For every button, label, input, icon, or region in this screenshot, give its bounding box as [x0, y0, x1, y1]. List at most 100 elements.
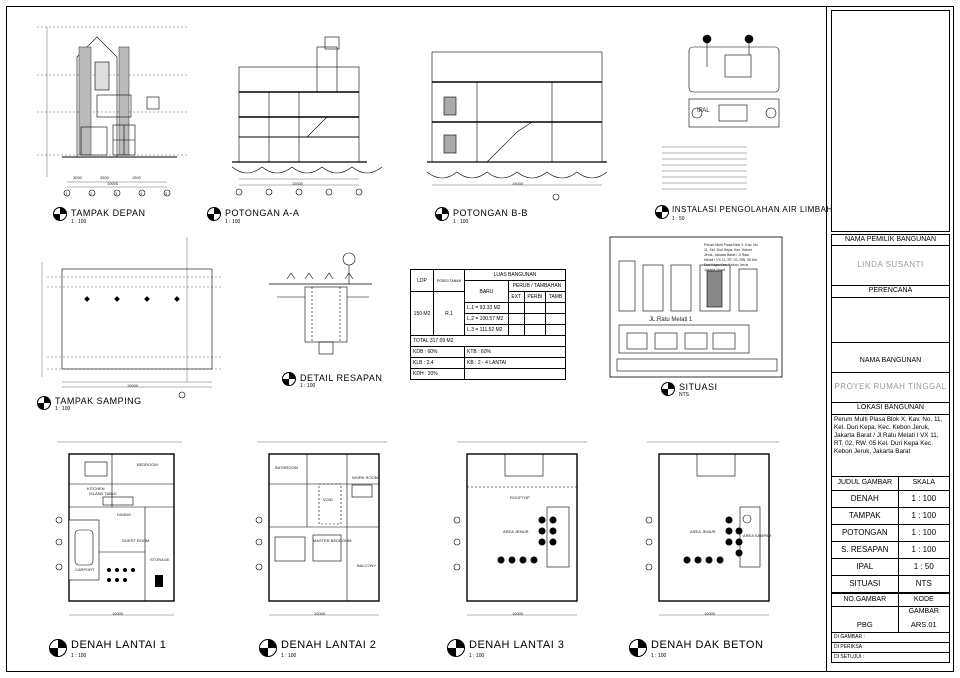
grid-5: 5	[165, 191, 168, 196]
grid-4: 4	[140, 191, 143, 196]
grid-2: 2	[90, 191, 93, 196]
dim-total-dak: 10000	[704, 611, 716, 616]
denah-lantai-1-drawing	[57, 441, 182, 616]
building-heading: NAMA BANGUNAN	[831, 343, 950, 373]
logo-box	[831, 10, 950, 232]
situasi-note: Perum Multi Plasa Blok X. Kav. No. 11, K…	[704, 243, 759, 272]
title-tampak-depan: TAMPAK DEPAN	[71, 208, 146, 218]
no-gambar-heading: NO.GAMBAR	[832, 594, 899, 606]
room-rooftop: ROOFTOP	[510, 495, 530, 500]
tampak-depan-drawing	[37, 26, 187, 197]
judul-row: DENAH 1 : 100	[831, 491, 950, 508]
potongan-aa-drawing	[231, 36, 383, 196]
kode-gambar-heading: KODE GAMBAR	[908, 596, 939, 615]
drawing-area: IPAL JL.Ratu Melati 1 Perum Multi Plasa …	[7, 7, 832, 673]
dim-total-samping: 15000	[127, 383, 139, 388]
scale-tampak-depan: 1 : 100	[71, 219, 87, 225]
room-master-bedroom: MASTER BEDROOM	[313, 538, 352, 543]
room-bathroom: BATHROOM	[275, 465, 298, 470]
di-periksa: DI PERIKSA :	[831, 643, 950, 653]
cell-klb: KLB : 2.4	[409, 357, 466, 369]
cell-l1: L.1 = 93.33 M2	[464, 302, 509, 314]
room-guest: GUEST ROOM	[122, 538, 150, 543]
kode-header-row: NO.GAMBAR KODE GAMBAR	[831, 593, 950, 615]
kode-gambar-value: ARS.01	[910, 620, 937, 629]
judul-scale: 1 : 100	[911, 494, 937, 503]
drawing-canvas	[37, 26, 783, 616]
grid-1: 1	[65, 191, 68, 196]
owner-heading: NAMA PEMILIK BANGUNAN	[831, 234, 950, 246]
th-ext: EXT	[507, 291, 525, 303]
title-ipal: INSTALASI PENGOLAHAN AIR LIMBAH	[672, 205, 833, 214]
title-denah-3: DENAH LANTAI 3	[469, 639, 565, 651]
no-gambar-value: PBG	[832, 607, 899, 632]
dim-total-bb: 15000	[512, 181, 524, 186]
tampak-depan-marker-icon	[53, 207, 67, 221]
th-ldp: LDP	[409, 269, 435, 292]
judul-scale: 1 : 100	[911, 528, 937, 537]
judul-name: IPAL	[832, 559, 899, 575]
title-denah-2: DENAH LANTAI 2	[281, 639, 377, 651]
dim-total-l2: 10000	[314, 611, 326, 616]
detail-resapan-drawing	[269, 252, 372, 355]
judul-scale: NTS	[915, 579, 932, 588]
denah-lantai-2-drawing	[257, 441, 387, 616]
room-area-jemur-3: AREA JEMUR	[503, 529, 529, 534]
scale-denah-dak: 1 : 100	[651, 653, 667, 659]
ipal-tank-label: IPAL	[697, 108, 710, 114]
di-setujui: DI SETUJUI :	[831, 653, 950, 663]
title-denah-1: DENAH LANTAI 1	[71, 639, 167, 651]
ipal-marker-icon	[655, 205, 669, 219]
cell-l2: L.2 = 100.57 M2	[464, 313, 509, 325]
room-balcony: BALCONY	[357, 563, 377, 568]
kode-value-row: PBG ARS.01	[831, 607, 950, 633]
judul-row: IPAL 1 : 50	[831, 559, 950, 576]
title-detail-resapan: DETAIL RESAPAN	[300, 373, 383, 383]
scale-denah-2: 1 : 100	[281, 653, 297, 659]
cell-l3: L.3 = 111.52 M2	[464, 324, 509, 336]
title-potongan-bb: POTONGAN B-B	[453, 208, 528, 218]
situasi-road-label: JL.Ratu Melati 1	[649, 317, 693, 323]
tampak-samping-diamonds	[84, 296, 180, 302]
scale-potongan-bb: 1 : 100	[453, 219, 469, 225]
th-tamb: TAMB	[545, 291, 566, 303]
scale-ipal: 1 : 50	[672, 216, 685, 222]
title-block: NAMA PEMILIK BANGUNAN LINDA SUSANTI PERE…	[826, 7, 954, 671]
drawing-sheet: IPAL JL.Ratu Melati 1 Perum Multi Plasa …	[6, 6, 954, 672]
cell-kb: KB : 2 - 4 LANTAI	[464, 357, 566, 369]
cell-ktb: KTB : 60%	[464, 346, 566, 358]
room-dining: DINING	[117, 512, 131, 517]
denah-3-marker-icon	[447, 639, 465, 657]
judul-row: POTONGAN 1 : 100	[831, 525, 950, 542]
th-perubah: PERUB / TAMBAHAN	[507, 280, 567, 292]
th-perbi: PERBI	[523, 291, 547, 303]
denah-lantai-3-drawing	[457, 441, 587, 616]
title-denah-dak: DENAH DAK BETON	[651, 639, 764, 651]
judul-scale: 1 : 100	[911, 511, 937, 520]
cell-posisi: R.1	[433, 291, 466, 336]
cell-total: TOTAL 317.09 M2	[410, 335, 566, 347]
owner-name: LINDA SUSANTI	[831, 246, 950, 286]
room-storage: STORAGE	[150, 557, 170, 562]
skala-heading: SKALA	[912, 479, 936, 486]
cell-kdh: KDH : 20%	[409, 368, 466, 380]
judul-name: SITUASI	[832, 576, 899, 592]
room-area-sampah: AREA SAMPAH	[743, 533, 772, 538]
denah-dak-beton-drawing	[647, 441, 779, 616]
th-baru: BARU	[464, 280, 509, 303]
potongan-bb-marker-icon	[435, 207, 449, 221]
dim-total: 10000	[107, 181, 119, 186]
room-island: ISLAND TABLE	[89, 491, 117, 496]
judul-scale: 1 : 50	[913, 562, 934, 571]
scale-detail-resapan: 1 : 100	[300, 383, 316, 389]
dim-total-l1: 10000	[112, 611, 124, 616]
judul-heading: JUDUL GAMBAR	[832, 477, 899, 490]
situasi-drawing	[609, 236, 783, 378]
judul-name: POTONGAN	[832, 525, 899, 541]
judul-name: DENAH	[832, 491, 899, 507]
title-situasi: SITUASI	[679, 382, 718, 392]
scale-potongan-aa: 1 : 100	[225, 219, 241, 225]
building-name: PROYEK RUMAH TINGGAL	[831, 373, 950, 403]
room-carport: CARPORT	[75, 567, 95, 572]
